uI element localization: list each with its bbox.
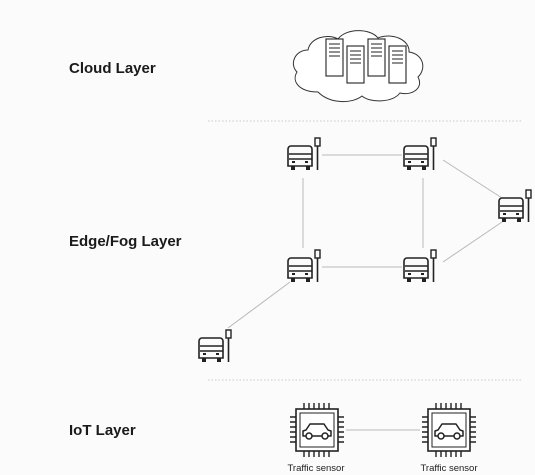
edge-link: [442, 159, 503, 199]
iot-layer-label: IoT Layer: [69, 422, 136, 439]
sensor-label: Traffic sensor: [287, 463, 345, 474]
edge-fog-layer-label: Edge/Fog Layer: [69, 233, 182, 250]
cloud-server-icon: [293, 30, 424, 102]
cloud-layer-label: Cloud Layer: [69, 60, 156, 77]
car-chip-sensor-icon: [289, 402, 345, 458]
sensor-label: Traffic sensor: [420, 463, 478, 474]
edge-link: [442, 221, 503, 263]
car-chip-sensor-icon: [421, 402, 477, 458]
edge-link: [227, 281, 291, 329]
bus-stop-node-icon: [403, 137, 437, 171]
bus-stop-node-icon: [498, 189, 532, 223]
bus-stop-node-icon: [198, 329, 232, 363]
bus-stop-node-icon: [287, 249, 321, 283]
edge-links: [227, 154, 503, 329]
bus-stop-node-icon: [403, 249, 437, 283]
bus-stop-node-icon: [287, 137, 321, 171]
